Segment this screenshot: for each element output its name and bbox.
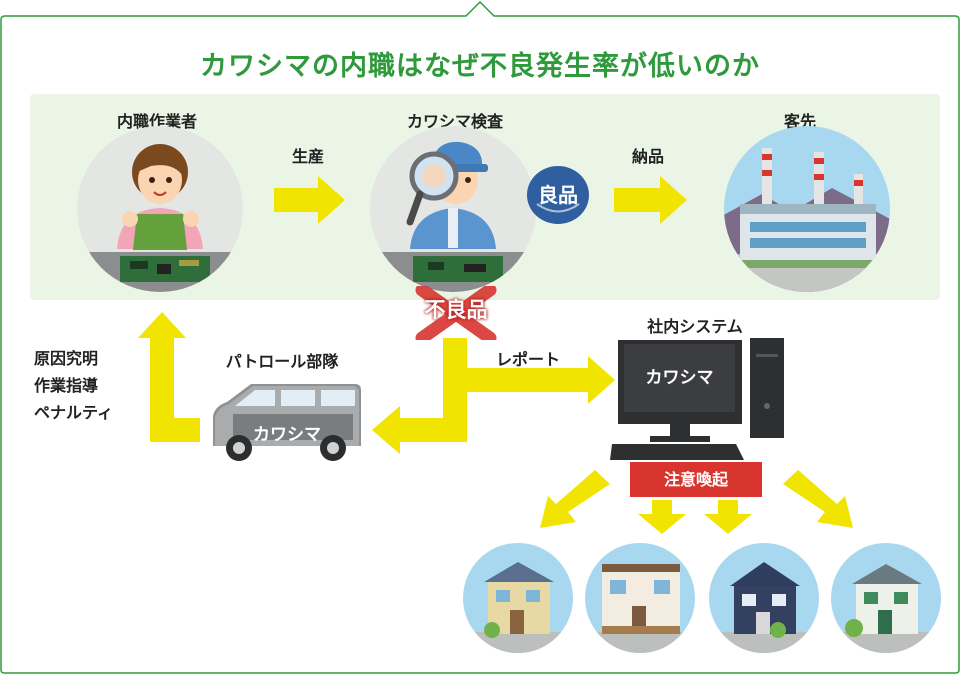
defect-return-arrow xyxy=(372,338,467,454)
feedback-line: 作業指導 xyxy=(34,376,99,395)
feedback-arrow xyxy=(138,312,200,442)
house-illustration-3 xyxy=(709,543,819,653)
page-title: カワシマの内職はなぜ不良発生率が低いのか xyxy=(200,51,760,82)
alert-arrow-4 xyxy=(783,470,853,528)
production-label: 生産 xyxy=(291,147,324,166)
system-label: 社内システム xyxy=(647,317,743,336)
patrol-van-illustration xyxy=(213,384,361,461)
system-screen-text: カワシマ xyxy=(645,368,714,388)
delivery-arrow xyxy=(614,176,687,224)
feedback-text: 原因究明 作業指導 ペナルティ xyxy=(34,345,113,426)
defective-badge xyxy=(415,286,497,340)
house-illustration-4 xyxy=(831,543,941,653)
patrol-label: パトロール部隊 xyxy=(225,352,339,371)
stage-label-inspection: カワシマ検査 xyxy=(406,112,503,131)
house-illustration-2 xyxy=(585,543,695,653)
computer-illustration xyxy=(610,338,784,460)
customer-factory-illustration xyxy=(724,126,890,292)
stage-label-worker: 内職作業者 xyxy=(116,112,197,131)
alert-badge: 注意喚起 xyxy=(630,462,762,497)
feedback-line: ペナルティ xyxy=(34,403,114,422)
report-label: レポート xyxy=(495,350,560,369)
delivery-label: 納品 xyxy=(631,147,664,166)
inspector-illustration xyxy=(370,126,536,292)
alert-arrow-3 xyxy=(704,500,752,534)
good-product-badge xyxy=(527,166,589,224)
alert-arrow-1 xyxy=(540,470,610,528)
report-arrow xyxy=(467,356,615,404)
good-product-label: 良品 xyxy=(538,183,578,207)
defective-label: 不良品 xyxy=(424,298,488,322)
patrol-van-text: カワシマ xyxy=(253,425,321,445)
worker-illustration xyxy=(77,126,243,292)
feedback-line: 原因究明 xyxy=(34,349,99,368)
alert-arrow-2 xyxy=(638,500,686,534)
production-arrow xyxy=(274,176,345,224)
house-illustration-1 xyxy=(463,543,573,653)
